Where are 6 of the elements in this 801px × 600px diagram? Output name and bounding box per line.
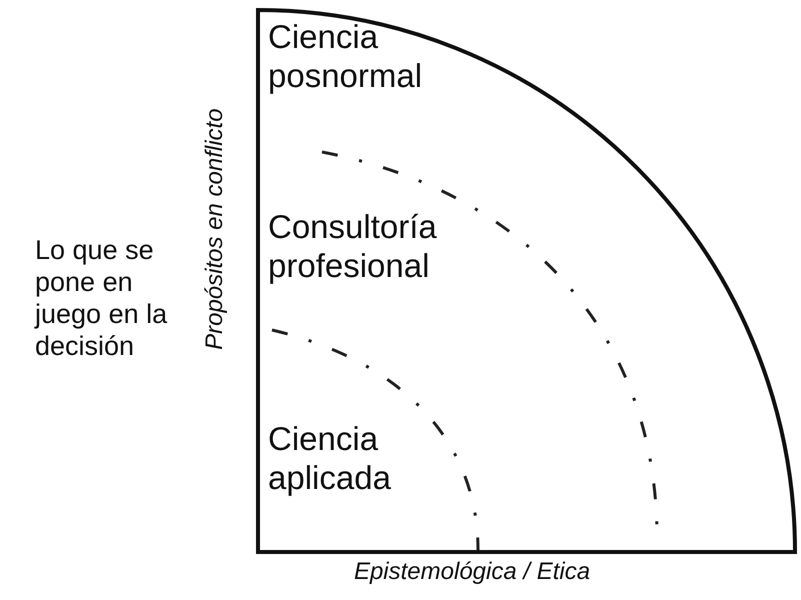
axis-label: Epistemológica / Etica [352, 558, 592, 586]
region-label: Consultoría profesional [268, 208, 438, 286]
axis-label: Propósitos en conflicto [200, 107, 229, 352]
region-label: Ciencia aplicada [268, 420, 392, 498]
region-label: Ciencia posnormal [268, 18, 424, 96]
axis-description: Lo que se pone en juego en la decisión [35, 235, 168, 362]
